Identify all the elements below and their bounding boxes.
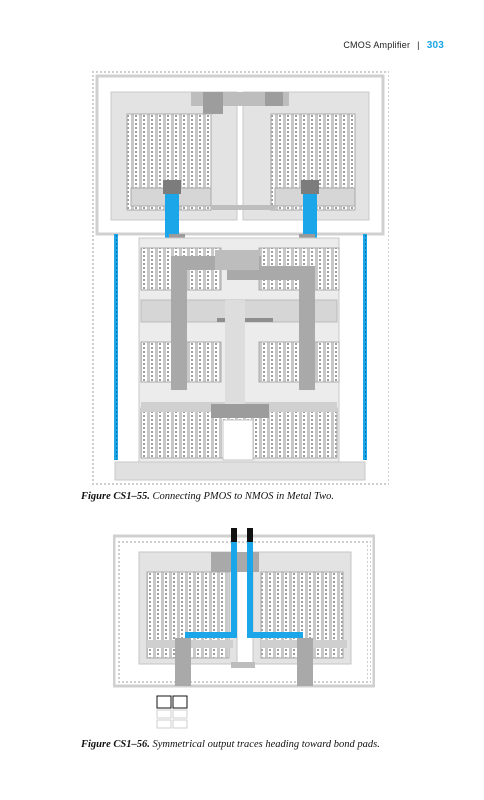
header-separator: |: [417, 40, 420, 50]
figure-caption-cs1-55: Figure CS1–55. Connecting PMOS to NMOS i…: [81, 491, 334, 502]
figure-cs1-56-layout: [113, 528, 375, 729]
figure-text-cs1-56: Symmetrical output traces heading toward…: [152, 739, 380, 750]
figure-caption-cs1-56: Figure CS1–56. Symmetrical output traces…: [81, 739, 380, 750]
figure-label-cs1-56: Figure CS1–56.: [81, 739, 150, 750]
page-number: 303: [426, 40, 444, 51]
running-header: CMOS Amplifier | 303: [343, 40, 444, 51]
figure-cs1-55-layout: [91, 70, 389, 486]
figure-label-cs1-55: Figure CS1–55.: [81, 491, 150, 502]
figure-text-cs1-55: Connecting PMOS to NMOS in Metal Two.: [152, 491, 334, 502]
running-title: CMOS Amplifier: [343, 40, 411, 50]
